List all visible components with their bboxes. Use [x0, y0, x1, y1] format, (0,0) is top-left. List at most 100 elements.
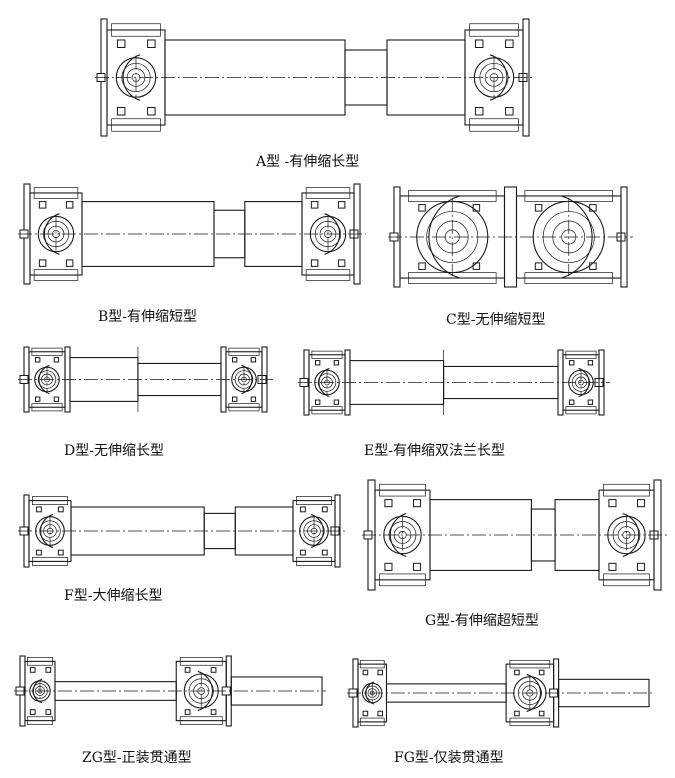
shaft-type-g-drawing-right-joint-bolt-2 [608, 562, 617, 571]
shaft-type-b-drawing-right-joint-bottom-cap [305, 269, 351, 281]
shaft-type-c-drawing-right-joint-bolt-2 [534, 262, 543, 270]
shaft-type-fg-drawing-right-joint-bolt-0 [514, 669, 520, 676]
shaft-type-fg-drawing-left-joint-bolt-1 [377, 669, 384, 676]
shaft-type-e-drawing-right-joint-top-cap [565, 350, 597, 359]
shaft-type-b-panel [18, 180, 366, 288]
shaft-type-a-drawing-left-joint-bolt-2 [116, 107, 126, 116]
shaft-type-b-drawing-right-joint-bolt-1 [337, 201, 346, 209]
shaft-type-fg-caption: FG型-仅装贯通型 [394, 750, 504, 766]
shaft-type-f-drawing-left-joint-bottom-cap [32, 557, 68, 566]
shaft-type-a-drawing-right-joint-bolt-2 [474, 107, 484, 116]
shaft-type-g-drawing-left-joint-top-cap [379, 483, 426, 497]
shaft-type-zg-drawing-right-joint-bolt-1 [210, 667, 217, 673]
shaft-type-fg-drawing-right-joint-bolt-2 [514, 710, 520, 717]
shaft-type-c-drawing-right-joint-bolt-3 [589, 262, 597, 270]
shaft-type-c-drawing-left-joint-bolt-0 [418, 204, 426, 212]
shaft-type-f-drawing-right-joint-bolt-0 [300, 506, 306, 513]
shaft-type-fg-drawing-left-joint-bolt-3 [377, 710, 384, 717]
shaft-type-g-drawing-right-joint-bolt-0 [608, 499, 617, 508]
shaft-type-e-drawing-right-joint-bottom-cap [565, 406, 597, 415]
shaft-type-g-drawing-left-joint-bolt-1 [413, 499, 422, 508]
shaft-type-d-drawing-right-joint-yoke-arc [241, 364, 253, 395]
shaft-type-a-drawing-left-joint-bolt-0 [116, 39, 126, 48]
shaft-type-a-drawing-left-joint-bolt-3 [147, 107, 156, 116]
shaft-type-a-drawing-right-joint-bolt-1 [505, 39, 514, 48]
shaft-type-c-drawing-left-joint-bolt-3 [472, 262, 481, 270]
shaft-type-d-drawing-left-joint-yoke-arc [38, 364, 50, 395]
shaft-type-b-drawing-left-joint-bottom-cap [33, 269, 79, 281]
shaft-type-d-drawing-right-joint-top-cap [228, 347, 260, 356]
shaft-type-e-drawing-left-joint-bolt-1 [333, 360, 340, 366]
shaft-type-a-drawing-left-joint-bottom-cap [111, 118, 161, 132]
shaft-type-b-drawing-right-joint-bolt-2 [310, 259, 319, 267]
shaft-type-fg-drawing-right-joint-bottom-cap [509, 717, 551, 727]
shaft-type-fg-drawing-right-joint-bolt-3 [538, 710, 545, 717]
shaft-type-e-drawing-right-joint-bolt-1 [587, 360, 594, 366]
shaft-type-d-drawing-right-joint-bolt-3 [250, 396, 257, 402]
shaft-type-c-panel [388, 183, 633, 291]
shaft-type-a-drawing-right-joint-bolt-0 [474, 39, 484, 48]
shaft-type-a-panel [95, 15, 535, 140]
shaft-type-fg-drawing-right-joint-bolt-1 [538, 669, 545, 676]
shaft-type-b-drawing-right-joint-top-cap [305, 187, 351, 199]
shaft-type-zg-drawing-right-joint-bolt-0 [184, 667, 191, 673]
shaft-type-a-drawing-left-joint-top-cap [111, 23, 161, 37]
shaft-type-a-drawing-left-joint-bolt-1 [147, 39, 156, 48]
shaft-type-b-drawing-left-joint-bolt-0 [38, 201, 47, 209]
shaft-type-zg-drawing-left-joint-bottom-cap [27, 716, 53, 725]
shaft-type-d-drawing-right-joint-bolt-2 [231, 396, 238, 402]
shaft-type-fg-drawing-left-joint-bottom-cap [359, 717, 385, 727]
shaft-type-c-drawing-left-joint-bolt-1 [472, 204, 481, 212]
shaft-type-f-drawing-right-joint-bolt-3 [321, 549, 328, 556]
shaft-type-e-drawing-left-joint-yoke-arc [318, 367, 330, 398]
shaft-type-fg-drawing-right-joint-top-cap [509, 659, 551, 669]
shaft-type-f-drawing-left-joint-bolt-2 [36, 549, 42, 556]
shaft-type-g-drawing-right-joint-top-cap [603, 483, 650, 497]
shaft-type-fg-drawing-left-joint-bolt-2 [362, 710, 369, 717]
shaft-type-d-drawing-right-joint-bottom-cap [228, 403, 260, 412]
shaft-type-a-drawing-right-joint-bottom-cap [469, 118, 519, 132]
shaft-type-zg-drawing-left-joint-top-cap [27, 657, 53, 666]
shaft-type-f-drawing-left-joint-bolt-3 [57, 549, 64, 556]
shaft-type-f-drawing-right-joint-top-cap [296, 496, 332, 505]
shaft-type-e-drawing-left-joint-bottom-cap [311, 406, 343, 415]
shaft-type-d-drawing-left-joint-bolt-3 [53, 396, 60, 402]
shaft-type-b-drawing-left-joint-bolt-1 [65, 201, 74, 209]
shaft-type-zg-drawing [14, 655, 326, 727]
shaft-type-c-drawing-right-joint-bolt-0 [534, 204, 543, 212]
shaft-type-a-drawing-right-joint-yoke-arc [489, 54, 508, 101]
shaft-type-b-drawing-left-joint-top-cap [33, 187, 79, 199]
shaft-type-g-drawing [362, 479, 667, 591]
shaft-type-e-caption: E型-有伸缩双法兰长型 [364, 443, 505, 459]
shaft-type-e-panel [298, 346, 610, 419]
shaft-type-g-drawing-right-joint-bottom-cap [603, 573, 650, 587]
shaft-type-a-caption: A型 -有伸缩长型 [256, 154, 360, 170]
shaft-type-f-drawing [18, 494, 346, 568]
shaft-type-a-drawing [95, 18, 535, 137]
shaft-type-d-drawing [18, 346, 273, 413]
shaft-type-d-caption: D型-无伸缩长型 [64, 443, 164, 459]
shaft-type-f-drawing-right-joint-bolt-2 [300, 549, 306, 556]
shaft-type-g-drawing-left-joint-bolt-3 [413, 562, 422, 571]
shaft-type-d-drawing-left-joint-bolt-1 [53, 357, 60, 363]
shaft-type-e-drawing-right-joint-bolt-3 [587, 399, 594, 405]
shaft-type-zg-drawing-left-joint-bolt-3 [45, 709, 52, 715]
shaft-type-g-drawing-left-joint-bottom-cap [379, 573, 426, 587]
shaft-type-b-drawing [18, 183, 366, 285]
shaft-type-c-caption: C型-无伸缩短型 [446, 312, 546, 328]
shaft-type-e-drawing-left-joint-bolt-3 [333, 399, 340, 405]
shaft-type-b-drawing-left-joint-bolt-2 [38, 259, 47, 267]
shaft-type-g-drawing-left-joint-bolt-2 [384, 562, 393, 571]
shaft-type-e-drawing [298, 349, 610, 416]
shaft-type-b-drawing-left-joint-bolt-3 [65, 259, 74, 267]
shaft-type-g-panel [362, 476, 667, 594]
shaft-type-d-drawing-left-joint-top-cap [31, 347, 63, 356]
shaft-type-zg-drawing-left-joint-bolt-0 [29, 667, 36, 673]
shaft-type-zg-drawing-right-joint-bottom-cap [179, 716, 223, 725]
shaft-type-fg-drawing [347, 658, 653, 728]
shaft-type-e-drawing-right-joint-bolt-0 [568, 360, 575, 366]
shaft-type-zg-caption: ZG型-正装贯通型 [82, 750, 192, 766]
shaft-type-c-drawing-left-joint-bolt-2 [418, 262, 426, 270]
shaft-type-fg-drawing-left-joint-bolt-0 [362, 669, 369, 676]
shaft-type-f-panel [18, 491, 346, 571]
